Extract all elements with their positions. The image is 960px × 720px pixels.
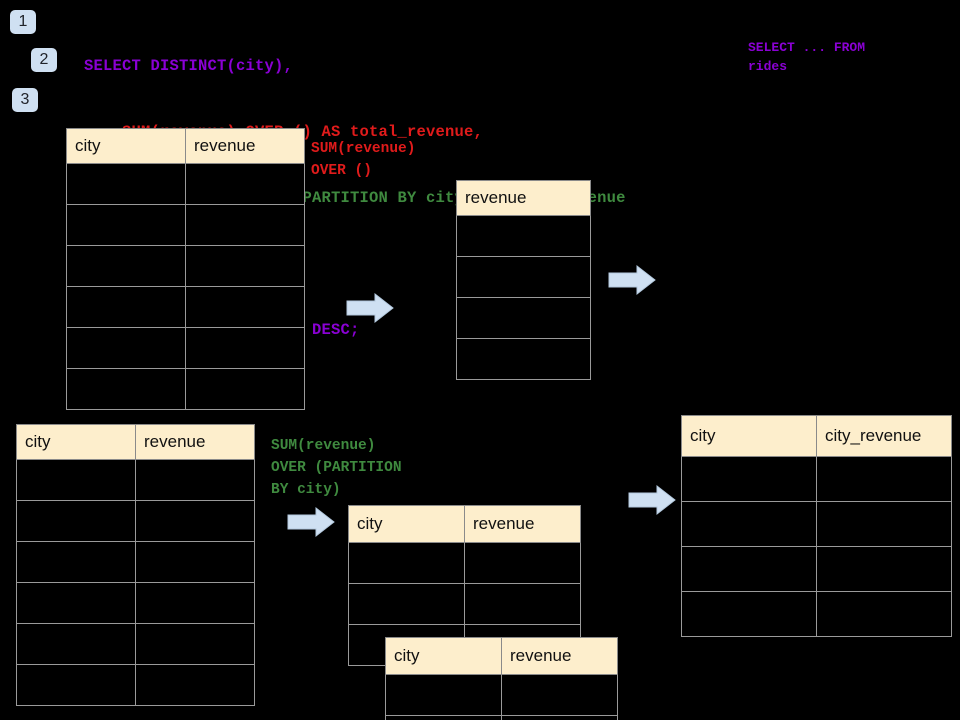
table-row — [681, 591, 952, 637]
step-badge-1: 1 — [10, 10, 36, 34]
table-row — [66, 286, 305, 328]
column-header-revenue: revenue — [135, 424, 255, 460]
table-row — [16, 459, 255, 501]
column-header-city: city — [348, 505, 465, 543]
table-header-row: city revenue — [16, 424, 255, 460]
arrow-source-to-total — [345, 292, 395, 329]
annotation-select-from-rides: SELECT ... FROM rides — [748, 40, 866, 74]
annotation-sum-over-partition: SUM(revenue) OVER (PARTITION BY city) — [271, 438, 402, 498]
table-header-row: city revenue — [348, 505, 581, 543]
table-row — [66, 163, 305, 205]
column-header-revenue: revenue — [185, 128, 305, 164]
table-row — [16, 500, 255, 542]
table-row — [16, 541, 255, 583]
table-row — [66, 245, 305, 287]
table-row — [16, 623, 255, 665]
city-revenue-result-table: city city_revenue — [681, 415, 952, 637]
column-header-city: city — [385, 637, 502, 675]
arrow-partition-to-result — [627, 484, 677, 521]
table-row — [385, 674, 618, 716]
sql-line-1: SELECT DISTINCT(city), — [84, 57, 294, 75]
column-header-city-revenue: city_revenue — [816, 415, 952, 457]
table-row — [348, 542, 581, 584]
table-row — [456, 256, 591, 298]
arrow-source-to-partition — [286, 506, 336, 543]
table-row — [16, 664, 255, 706]
column-header-revenue: revenue — [464, 505, 581, 543]
column-header-city: city — [66, 128, 186, 164]
table-row — [16, 582, 255, 624]
partition-group-table-front: city revenue — [385, 637, 618, 720]
step-badge-3: 3 — [12, 88, 38, 112]
table-row — [66, 368, 305, 410]
column-header-revenue: revenue — [456, 180, 591, 216]
table-header-row: revenue — [456, 180, 591, 216]
table-row — [456, 215, 591, 257]
column-header-revenue: revenue — [501, 637, 618, 675]
table-row — [681, 546, 952, 592]
rides-source-table-top: city revenue — [66, 128, 305, 410]
annotation-sum-over-empty: SUM(revenue) OVER () — [311, 141, 416, 179]
table-header-row: city city_revenue — [681, 415, 952, 457]
table-row — [385, 715, 618, 720]
rides-source-table-bottom: city revenue — [16, 424, 255, 706]
table-header-row: city revenue — [66, 128, 305, 164]
table-row — [66, 204, 305, 246]
column-header-city: city — [681, 415, 817, 457]
table-row — [456, 297, 591, 339]
table-row — [348, 583, 581, 625]
table-row — [66, 327, 305, 369]
table-row — [681, 501, 952, 547]
total-revenue-table: revenue — [456, 180, 591, 380]
step-badge-2: 2 — [31, 48, 57, 72]
table-row — [681, 456, 952, 502]
arrow-total-to-result — [607, 264, 657, 301]
partition-group-table-back: city revenue — [348, 505, 581, 666]
table-row — [456, 338, 591, 380]
column-header-city: city — [16, 424, 136, 460]
table-header-row: city revenue — [385, 637, 618, 675]
